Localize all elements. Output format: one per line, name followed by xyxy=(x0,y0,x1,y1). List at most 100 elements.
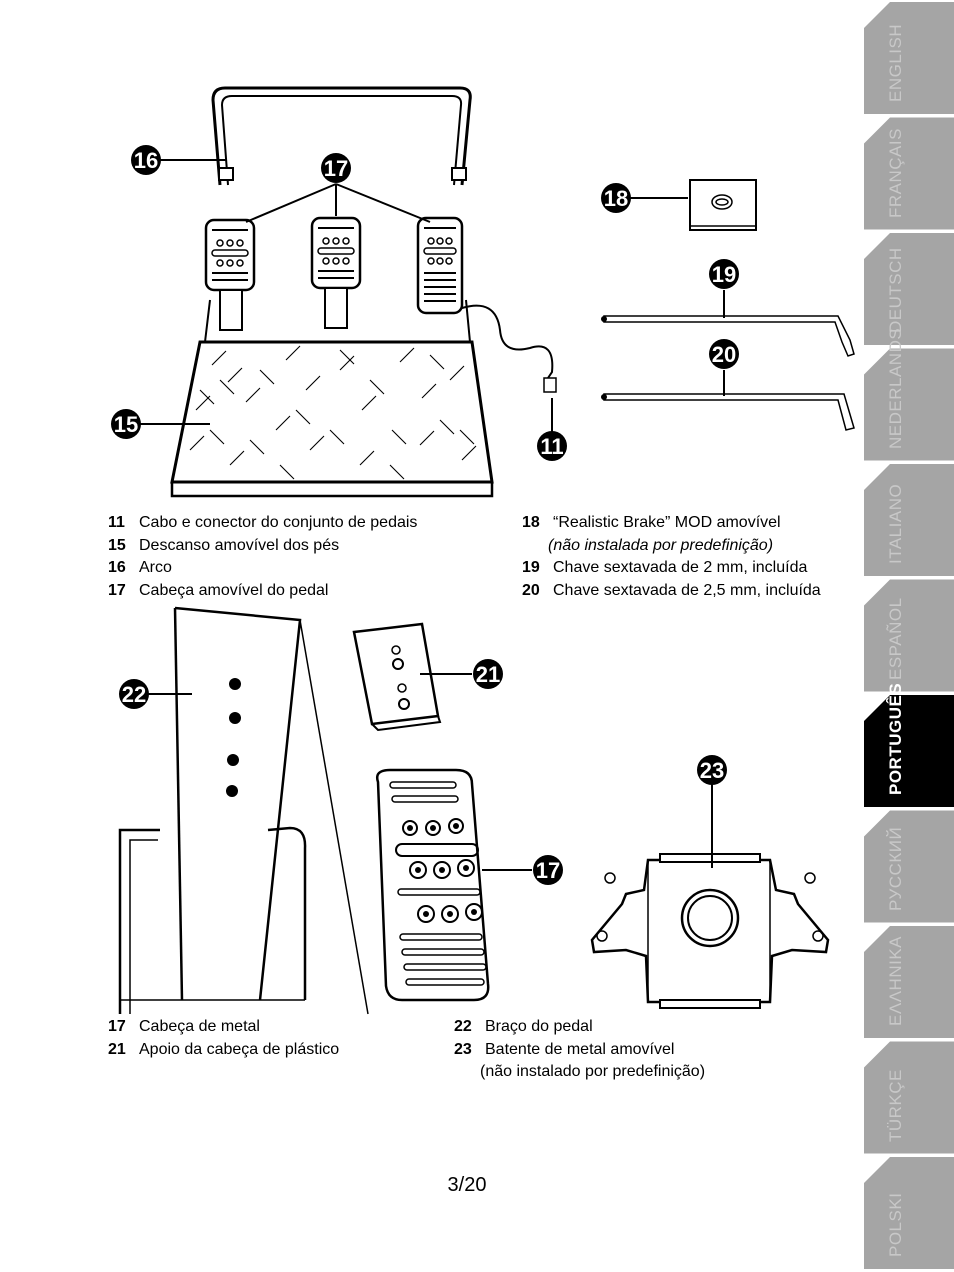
language-tab-label: ESPAÑOL xyxy=(886,596,905,680)
language-tab-label: ΕΛΛΗΝΙΚΑ xyxy=(886,935,905,1026)
language-tab-2[interactable]: DEUTSCH xyxy=(864,233,954,345)
legend-item-text: Descanso amovível dos pés xyxy=(139,536,340,554)
callout-21: 21 xyxy=(476,662,500,687)
legend-item-num: 16 xyxy=(108,559,126,576)
pedal-set-illustration: 16 17 15 11 18 xyxy=(100,80,860,510)
language-tab-shape xyxy=(864,1041,954,1154)
pedal-head-center xyxy=(310,216,362,329)
plastic-head-support xyxy=(352,622,442,732)
language-tab-7[interactable]: РУССКИЙ xyxy=(864,811,954,923)
language-tab-shape xyxy=(864,117,954,230)
legend-item: 19 Chave sextavada de 2 mm, incluída xyxy=(522,557,821,580)
legend-item-text: Braço do pedal xyxy=(485,1018,593,1035)
language-tab-shape xyxy=(864,464,954,576)
language-tab-label: ENGLISH xyxy=(886,23,905,102)
legend-item-text: Cabeça amovível do pedal xyxy=(139,581,329,599)
page-number: 3/20 xyxy=(447,1174,487,1196)
hex-key-2mm xyxy=(601,315,855,357)
legend-item: 21 Apoio da cabeça de plástico xyxy=(108,1039,339,1062)
callout-17b: 17 xyxy=(536,858,560,883)
callout-22: 22 xyxy=(122,682,146,707)
legend-item: 23 Batente de metal amovível xyxy=(454,1039,705,1062)
legend-bottom-right: 22 Braço do pedal 23 Batente de metal amov… xyxy=(454,1016,705,1084)
legend-item-num: 17 xyxy=(108,581,126,599)
footrest-plate xyxy=(170,340,494,498)
callout-17: 17 xyxy=(324,156,348,181)
callout-23: 23 xyxy=(700,758,724,783)
language-tab-4[interactable]: ITALIANO xyxy=(864,464,954,576)
legend-bottom-left: 17 Cabeça de metal 21 Apoio da cabeça de p… xyxy=(108,1016,339,1061)
pedal-head-left xyxy=(204,218,256,331)
legend-item-num: 22 xyxy=(454,1018,472,1035)
pedal-parts-illustration: 22 21 xyxy=(100,604,860,1016)
legend-item: 22 Braço do pedal xyxy=(454,1016,705,1039)
language-tab-shape xyxy=(864,579,954,692)
callout-18: 18 xyxy=(604,186,628,211)
legend-item-num: 21 xyxy=(108,1040,126,1058)
legend-item-num: 18 xyxy=(522,514,540,531)
legend-item-note: (não instalada por predefinição) xyxy=(548,536,774,554)
language-tab-shape xyxy=(864,2,954,114)
legend-item-num: 11 xyxy=(108,514,125,531)
legend-item-num: 23 xyxy=(454,1040,472,1058)
legend-item-text: Chave sextavada de 2,5 mm, incluída xyxy=(553,581,821,599)
callout-15: 15 xyxy=(114,412,138,437)
legend-item-num: 19 xyxy=(522,559,540,576)
legend-item-text: “Realistic Brake” MOD amovível xyxy=(553,514,781,531)
language-tab-label: TÜRKÇE xyxy=(886,1068,905,1142)
language-tab-shape xyxy=(864,926,954,1038)
language-tab-shape xyxy=(864,348,954,461)
legend-item: 18 “Realistic Brake” MOD amovível xyxy=(522,512,821,535)
language-tab-8[interactable]: ΕΛΛΗΝΙΚΑ xyxy=(864,926,954,1038)
callout-19: 19 xyxy=(712,262,736,287)
hex-key-2-5mm xyxy=(601,393,855,431)
legend-item-text: Chave sextavada de 2 mm, incluída xyxy=(553,559,808,576)
language-tab-label: РУССКИЙ xyxy=(886,826,905,911)
callout-16: 16 xyxy=(134,148,158,173)
pedal-head-right xyxy=(416,216,464,315)
legend-item: 20 Chave sextavada de 2,5 mm, incluída xyxy=(522,580,821,603)
callout-11: 11 xyxy=(540,434,563,459)
language-tab-label: POLSKI xyxy=(886,1192,905,1257)
callout-20: 20 xyxy=(712,342,736,367)
metal-stopper xyxy=(590,853,830,1009)
legend-item-num: 15 xyxy=(108,536,126,554)
language-tab-shape xyxy=(864,810,954,923)
legend-item: 15 Descanso amovível dos pés xyxy=(108,535,417,558)
language-tab-0[interactable]: ENGLISH xyxy=(864,2,954,114)
legend-item-text: Cabeça de metal xyxy=(139,1018,260,1035)
language-tab-3[interactable]: NEDERLANDS xyxy=(864,327,954,461)
legend-item-num: 17 xyxy=(108,1018,126,1035)
language-tab-9[interactable]: TÜRKÇE xyxy=(864,1042,954,1154)
language-tab-6[interactable]: PORTUGUÊS xyxy=(864,683,954,807)
legend-item-text: Batente de metal amovível xyxy=(485,1040,675,1058)
language-tab-shape xyxy=(864,695,954,807)
language-tab-label: DEUTSCH xyxy=(886,247,905,333)
language-tab-label: NEDERLANDS xyxy=(886,327,905,449)
language-tabs-background xyxy=(864,2,954,1269)
legend-item: 16 Arco xyxy=(108,557,417,580)
language-tab-1[interactable]: FRANÇAIS xyxy=(864,118,954,230)
legend-item: 17 Cabeça de metal xyxy=(108,1016,339,1039)
language-tab-label: PORTUGUÊS xyxy=(886,682,905,795)
legend-item-note: (não instalado por predefinição) xyxy=(480,1063,706,1080)
legend-item-text: Cabo e conector do conjunto de pedais xyxy=(139,514,418,531)
metal-pedal-head xyxy=(376,768,490,1002)
language-tab-5[interactable]: ESPAÑOL xyxy=(864,580,954,692)
language-tab-shape xyxy=(864,233,954,345)
legend-item-num: 20 xyxy=(522,581,540,599)
legend-item: 17 Cabeça amovível do pedal xyxy=(108,580,417,603)
legend-item: 11 Cabo e conector do conjunto de pedais xyxy=(108,512,417,535)
pedal-arm xyxy=(118,606,369,1015)
legend-item-text: Apoio da cabeça de plástico xyxy=(139,1040,340,1058)
language-tab-10[interactable]: POLSKI xyxy=(864,1157,954,1269)
language-tab-shape xyxy=(864,1157,954,1269)
language-tab-label: ITALIANO xyxy=(886,483,905,564)
legend-item-text: Arco xyxy=(139,559,172,576)
language-tab-label: FRANÇAIS xyxy=(886,127,905,218)
legend-top-right: 18 “Realistic Brake” MOD amovível (não in… xyxy=(522,512,821,602)
realistic-brake-mod xyxy=(689,179,757,231)
